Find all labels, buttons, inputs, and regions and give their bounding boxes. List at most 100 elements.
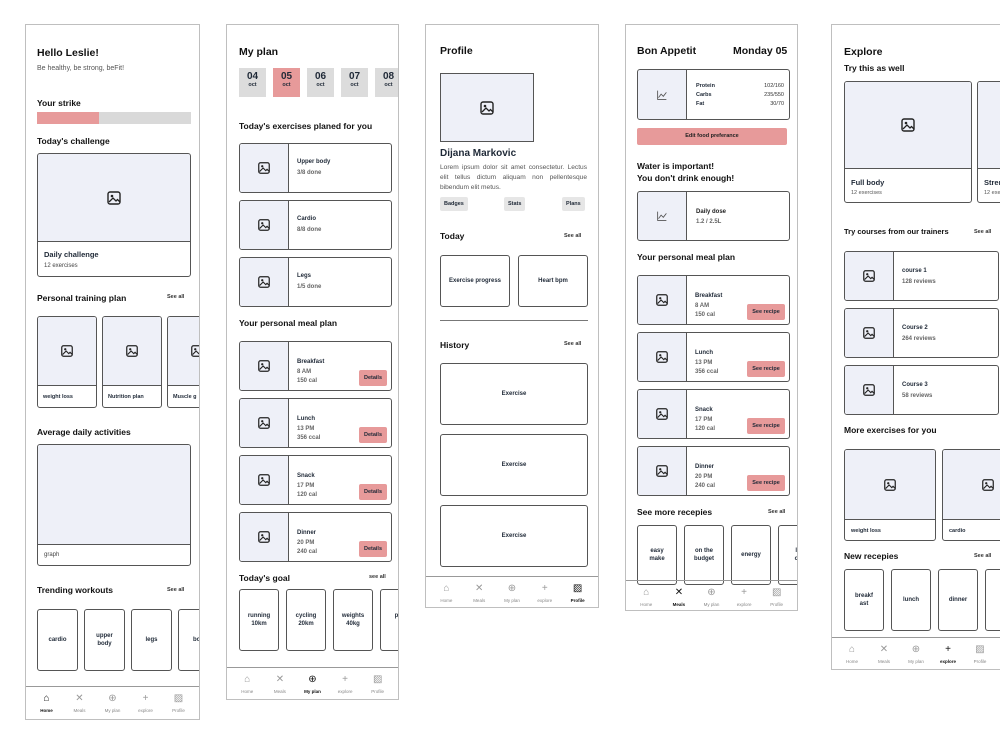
- nav-item-meals[interactable]: ✕Meals: [663, 588, 696, 608]
- nav-item-meals[interactable]: ✕Meals: [63, 694, 96, 714]
- trending-see-all[interactable]: See all: [167, 587, 185, 593]
- history-card[interactable]: Exercise: [440, 505, 588, 567]
- nav-item-my-plan[interactable]: ⊕My plan: [496, 584, 529, 604]
- see-recipe-button[interactable]: See recipe: [747, 304, 785, 320]
- courses-see-all[interactable]: See all: [974, 229, 992, 235]
- goal-card[interactable]: cycling 20km: [286, 589, 326, 651]
- trending-card[interactable]: cardio: [37, 609, 78, 671]
- details-button[interactable]: Details: [359, 370, 387, 386]
- trending-card[interactable]: legs: [131, 609, 172, 671]
- training-card[interactable]: weight loss: [37, 316, 97, 408]
- nav-item-explore[interactable]: +explore: [728, 588, 761, 608]
- details-button[interactable]: Details: [359, 541, 387, 557]
- meal-name: Snack: [297, 473, 315, 479]
- nav-item-my-plan[interactable]: ⊕My plan: [96, 694, 129, 714]
- nav-item-explore[interactable]: +explore: [329, 675, 362, 695]
- more-exercise-card[interactable]: weight loss: [844, 449, 936, 541]
- nav-item-explore[interactable]: +explore: [528, 584, 561, 604]
- nav-item-home[interactable]: ⌂Home: [836, 645, 868, 665]
- nav-item-home[interactable]: ⌂Home: [430, 584, 463, 604]
- today-card[interactable]: Heart bpm: [518, 255, 588, 307]
- history-card[interactable]: Exercise: [440, 434, 588, 496]
- details-button[interactable]: Details: [359, 484, 387, 500]
- nav-item-profile[interactable]: ▨Profile: [964, 645, 996, 665]
- activities-graph-card[interactable]: graph: [37, 444, 191, 566]
- training-card[interactable]: Muscle g: [167, 316, 199, 408]
- goal-card[interactable]: running 10km: [239, 589, 279, 651]
- see-recipe-button[interactable]: See recipe: [747, 475, 785, 491]
- new-recipe-card[interactable]: dinner: [938, 569, 978, 631]
- nav-item-home[interactable]: ⌂Home: [30, 694, 63, 714]
- nav-item-my-plan[interactable]: ⊕My plan: [900, 645, 932, 665]
- feature-card[interactable]: Stren12 exe: [977, 81, 1000, 203]
- trending-card[interactable]: upper body: [84, 609, 125, 671]
- meal-name: Snack: [695, 407, 713, 413]
- goal-card[interactable]: pus 5: [380, 589, 398, 651]
- see-recipe-button[interactable]: See recipe: [747, 418, 785, 434]
- nav-item-meals[interactable]: ✕Meals: [264, 675, 297, 695]
- new-recipe-card[interactable]: sn: [985, 569, 1000, 631]
- more-recipes-see-all[interactable]: See all: [768, 509, 786, 515]
- nav-item-my-plan[interactable]: ⊕My plan: [296, 675, 329, 695]
- recipe-card[interactable]: on the budget: [684, 525, 724, 585]
- nav-item-profile[interactable]: ▨Profile: [361, 675, 394, 695]
- details-button[interactable]: Details: [359, 427, 387, 443]
- trending-card[interactable]: boo: [178, 609, 199, 671]
- nav-item-profile[interactable]: ▨Profile: [561, 584, 594, 604]
- goal-see-all[interactable]: see all: [369, 574, 386, 580]
- history-see-all[interactable]: See all: [564, 341, 582, 347]
- profile-chip[interactable]: Plans: [562, 197, 585, 211]
- new-recipe-card[interactable]: lunch: [891, 569, 931, 631]
- see-recipe-button[interactable]: See recipe: [747, 361, 785, 377]
- nav-item-explore[interactable]: +explore: [932, 645, 964, 665]
- today-see-all[interactable]: See all: [564, 233, 582, 239]
- recipe-card[interactable]: energy: [731, 525, 771, 585]
- profile-chip[interactable]: Stats: [504, 197, 526, 211]
- new-recipe-card[interactable]: breakf ast: [844, 569, 884, 631]
- profile-chip[interactable]: Badges: [440, 197, 468, 211]
- more-exercise-card[interactable]: cardio: [942, 449, 1000, 541]
- training-see-all[interactable]: See all: [167, 294, 185, 300]
- edit-food-preference-button[interactable]: Edit food preferance: [637, 128, 787, 145]
- daily-dose-card[interactable]: Daily dose 1.2 / 2.5L: [637, 191, 790, 241]
- image-icon: [655, 407, 669, 421]
- recipe-card[interactable]: easy make: [637, 525, 677, 585]
- history-card[interactable]: Exercise: [440, 363, 588, 425]
- nav-item-explore[interactable]: +explore: [129, 694, 162, 714]
- nav-item-home[interactable]: ⌂Home: [630, 588, 663, 608]
- nav-item-profile[interactable]: ▨Profile: [162, 694, 195, 714]
- nav-label: Profile: [770, 602, 784, 607]
- nav-item-meals[interactable]: ✕Meals: [868, 645, 900, 665]
- nav-item-profile[interactable]: ▨Profile: [760, 588, 793, 608]
- daily-challenge-card[interactable]: Daily challenge 12 exercises: [37, 153, 191, 277]
- training-card[interactable]: Nutrition plan: [102, 316, 162, 408]
- nav-item-meals[interactable]: ✕Meals: [463, 584, 496, 604]
- nav-item-my-plan[interactable]: ⊕My plan: [695, 588, 728, 608]
- nav-item-home[interactable]: ⌂Home: [231, 675, 264, 695]
- goal-card[interactable]: weights 40kg: [333, 589, 373, 651]
- new-recipes-see-all[interactable]: See all: [974, 553, 992, 559]
- recipe-card[interactable]: lo ca: [778, 525, 797, 585]
- today-card[interactable]: Exercise progress: [440, 255, 510, 307]
